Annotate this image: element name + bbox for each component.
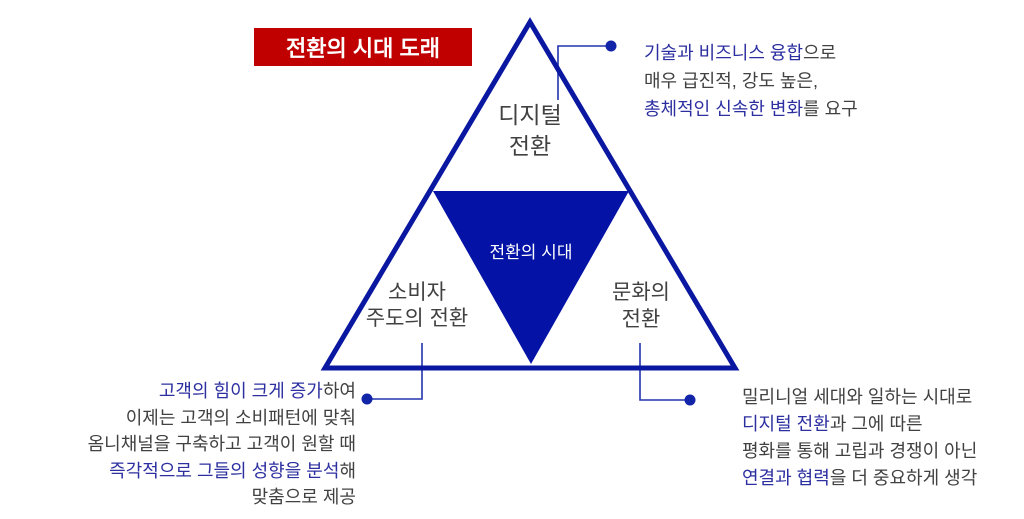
connector-dot-icon	[605, 40, 617, 52]
label-consumer-driven-transformation: 소비자 주도의 전환	[347, 280, 487, 332]
label-digital-transformation: 디지털 전환	[445, 100, 615, 162]
slide-title-banner: 전환의 시대 도래	[254, 28, 472, 66]
connector-line	[370, 343, 423, 400]
annotation-line: 연결과 협력을 더 중요하게 생각	[742, 468, 978, 488]
annotation-line: 총체적인 신속한 변화를 요구	[644, 99, 858, 119]
connector-bottom-left	[361, 343, 423, 405]
annotation-line: 옴니채널을 구축하고 고객이 원할 때	[87, 434, 356, 454]
label-era-of-transformation: 전환의 시대	[456, 238, 606, 263]
annotation-line: 평화를 통해 고립과 경쟁이 아닌	[742, 441, 978, 461]
connector-top-right	[557, 40, 617, 100]
annotation-bottom-left: 고객의 힘이 크게 증가하여 이제는 고객의 소비패턴에 맞춰 옴니채널을 구축…	[20, 378, 356, 511]
annotation-line: 기술과 비즈니스 융합으로	[644, 43, 837, 63]
slide-title: 전환의 시대 도래	[286, 36, 440, 61]
label-line: 문화의	[612, 281, 670, 304]
label-line: 전환	[508, 133, 552, 159]
label-line: 디지털	[498, 102, 562, 128]
annotation-line: 밀리니얼 세대와 일하는 시대로	[742, 387, 973, 407]
connector-line	[557, 45, 609, 100]
annotation-top-right: 기술과 비즈니스 융합으로 매우 급진적, 강도 높은, 총체적인 신속한 변화…	[644, 39, 920, 123]
inner-inverted-triangle	[433, 191, 629, 364]
label-line: 주도의 전환	[365, 307, 469, 330]
connector-dot-icon	[684, 394, 696, 406]
annotation-line: 고객의 힘이 크게 증가하여	[158, 381, 356, 401]
outer-triangle	[320, 17, 740, 371]
connector-line	[639, 343, 688, 401]
annotation-line: 이제는 고객의 소비패턴에 맞춰	[125, 407, 356, 428]
annotation-line: 즉각적으로 그들의 성향을 분석해	[109, 460, 356, 481]
annotation-line: 매우 급진적, 강도 높은,	[644, 71, 819, 91]
connector-bottom-right	[639, 343, 696, 406]
label-cultural-transformation: 문화의 전환	[571, 279, 711, 333]
label-line: 전환의 시대	[489, 243, 573, 262]
annotation-line: 맞춤으로 제공	[251, 487, 356, 507]
annotation-bottom-right: 밀리니얼 세대와 일하는 시대로 디지털 전환과 그에 따른 평화를 통해 고립…	[742, 384, 1024, 492]
label-line: 소비자	[388, 281, 446, 304]
annotation-line: 디지털 전환과 그에 따른	[742, 414, 923, 434]
label-line: 전환	[621, 308, 661, 331]
connector-dot-icon	[361, 393, 373, 405]
